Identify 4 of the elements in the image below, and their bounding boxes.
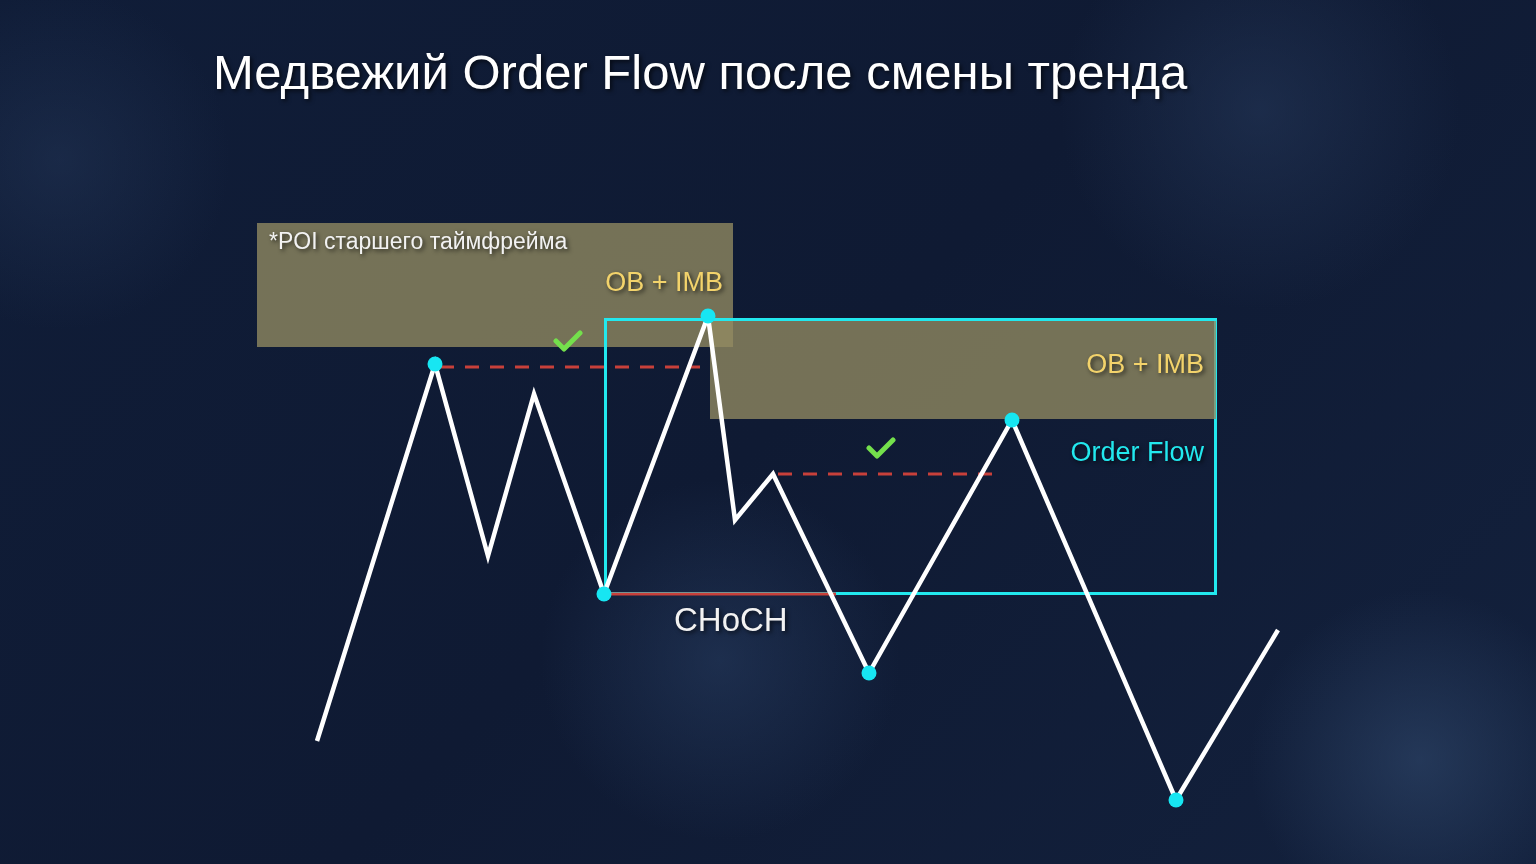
title-heading: Медвежий Order Flow после смены тренда	[213, 44, 1188, 101]
zone-label: OB + IMB	[605, 267, 723, 299]
zone-note: *POI старшего таймфрейма	[269, 228, 568, 255]
highlight-zone	[257, 223, 733, 347]
